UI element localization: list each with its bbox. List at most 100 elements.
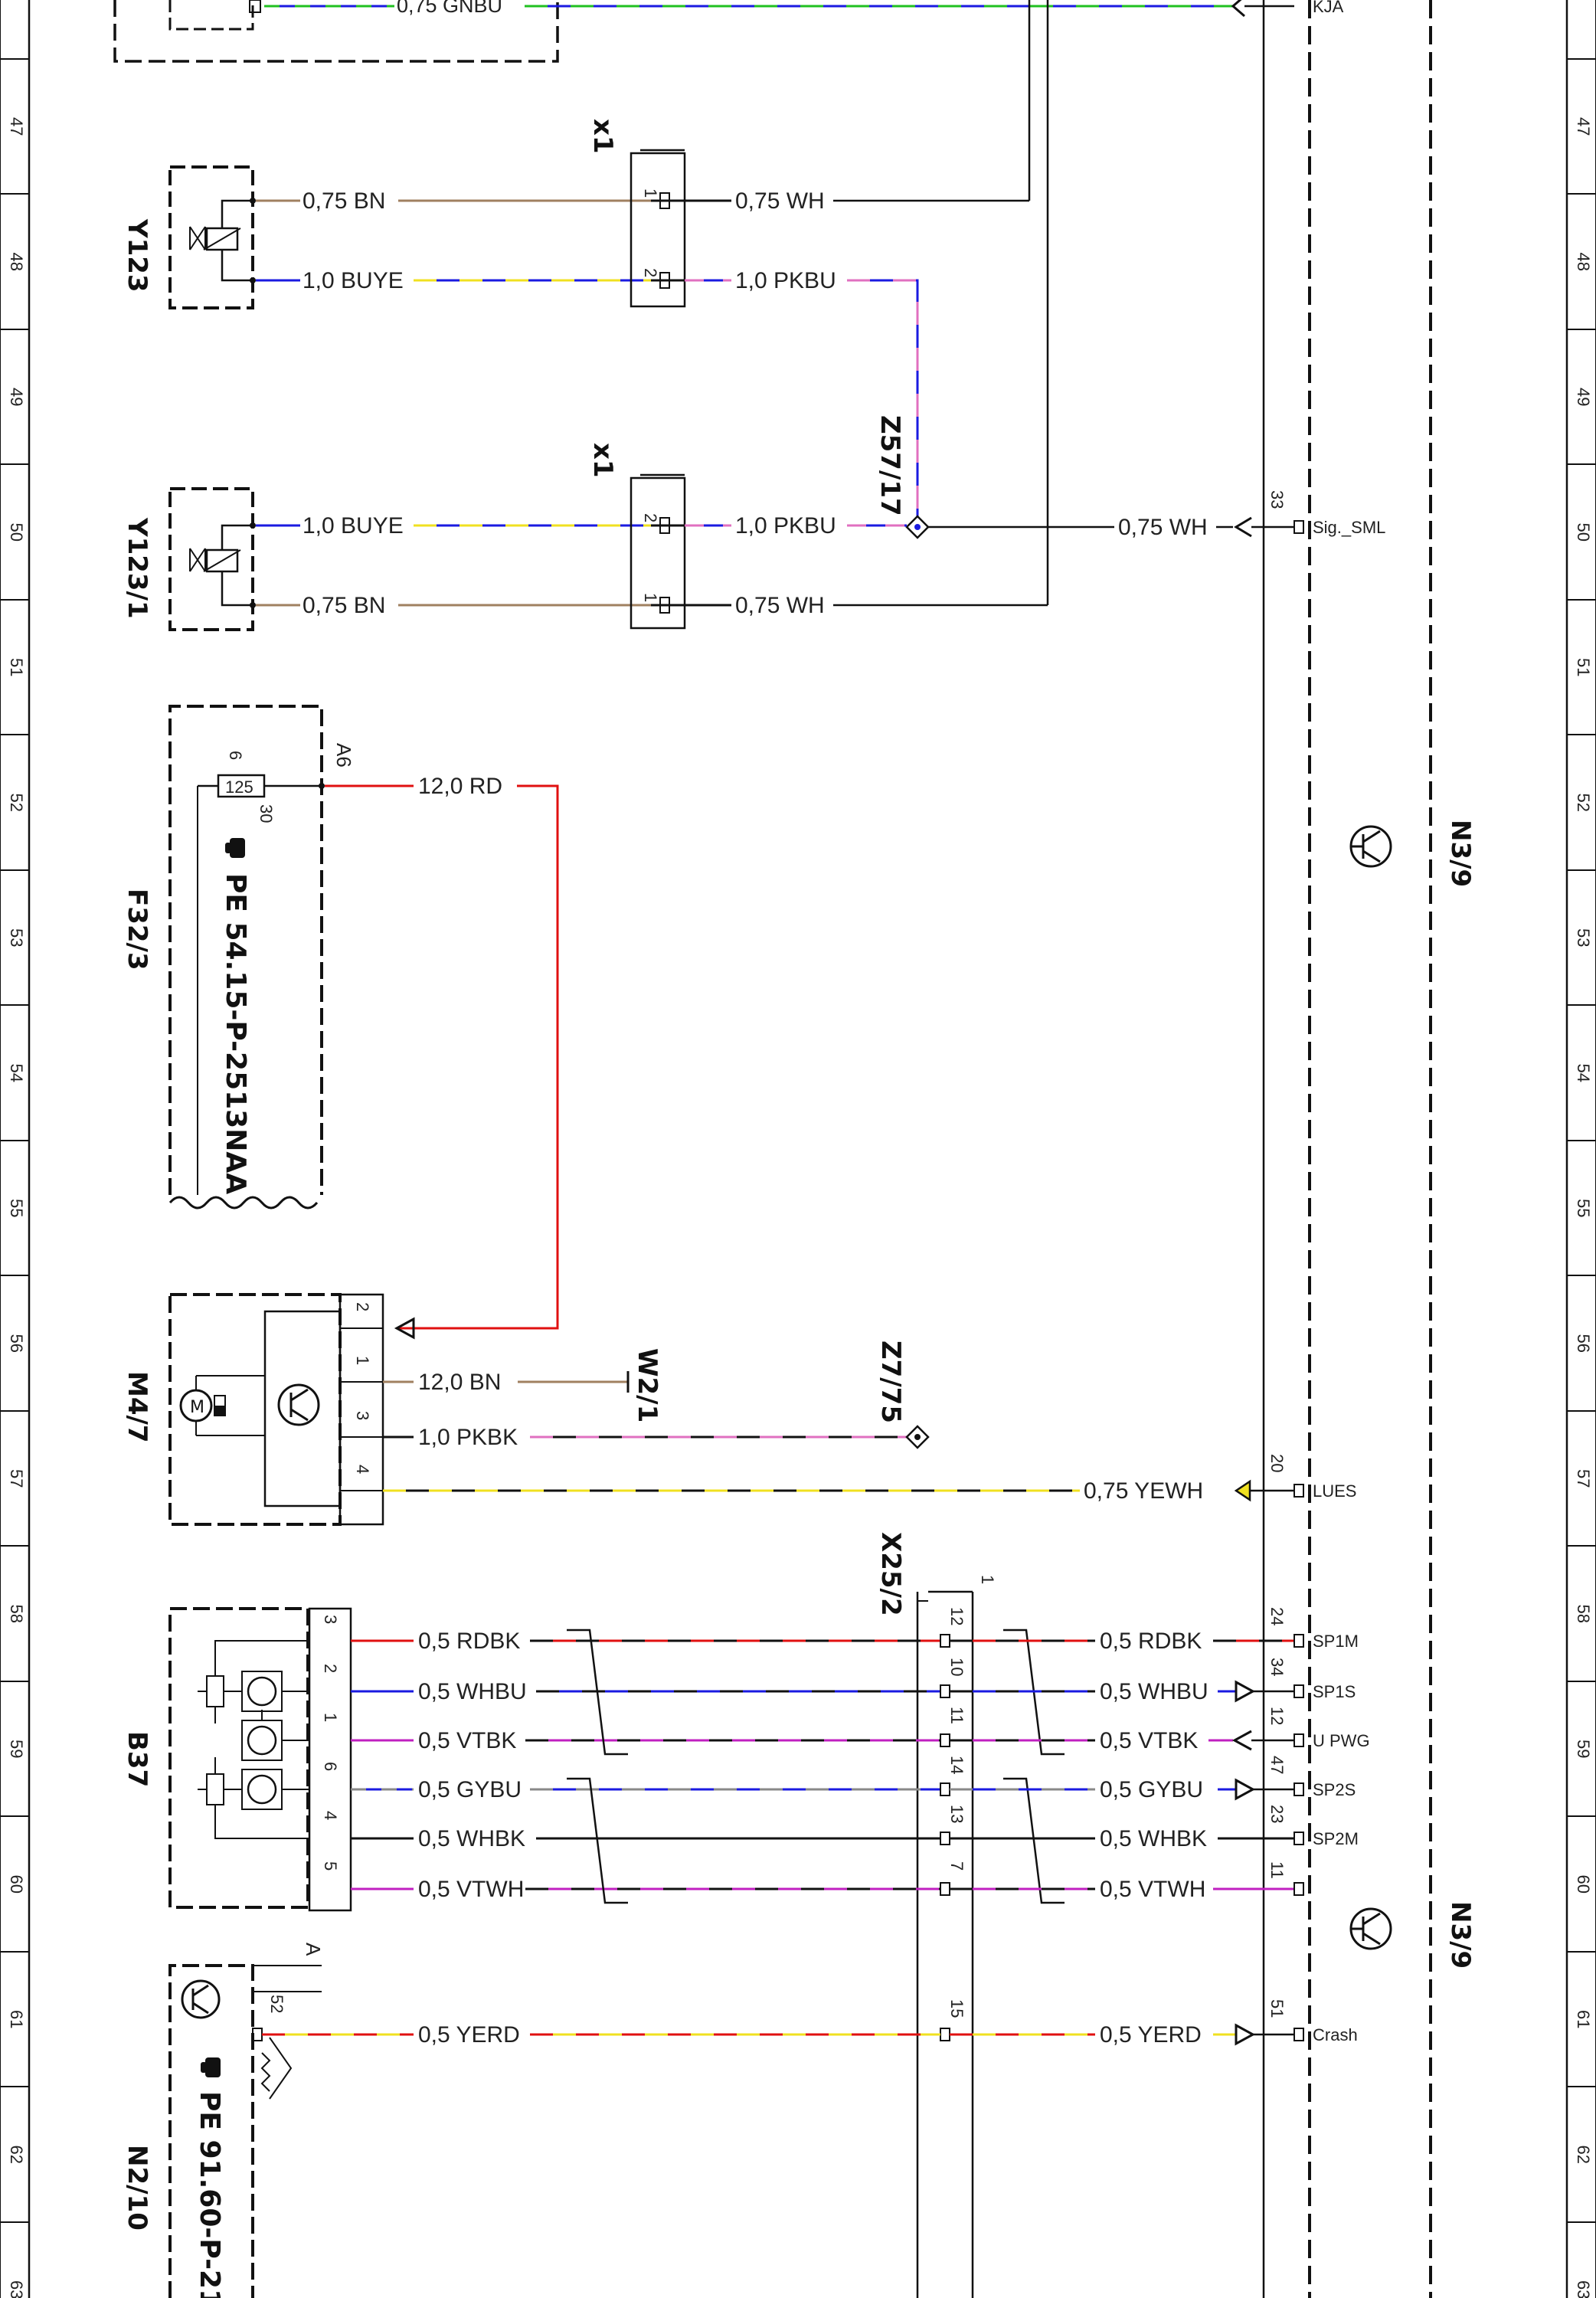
pin-number: 14 — [947, 1756, 966, 1774]
wire-label: 0,5 VTWH — [418, 1877, 524, 1902]
fuse-rating: 125 — [225, 777, 253, 797]
splice-label-z7-75: Z7/75 — [875, 1340, 906, 1423]
pin-number: 2 — [641, 268, 660, 277]
hand-pointer-icon — [201, 2057, 221, 2077]
wire-label: 0,75 BN — [303, 593, 385, 618]
signal-label: KJA — [1313, 0, 1344, 16]
pin-number: 20 — [1267, 1454, 1287, 1472]
pin-number: 47 — [1267, 1756, 1287, 1774]
valve-y123 — [168, 165, 256, 309]
svg-text:M: M — [190, 1398, 204, 1417]
ruler-number: 55 — [1574, 1199, 1593, 1217]
pin-number: 6 — [226, 751, 245, 760]
pin-number: 1 — [641, 593, 660, 602]
top-component-fragment: 0,75 GNBU KJA — [113, 0, 1344, 605]
pin-number: 4 — [353, 1465, 372, 1474]
pin-number: 12 — [1267, 1707, 1287, 1725]
wire-label: 1,0 PKBU — [735, 268, 836, 293]
component-label-n3-9: N3/9 — [1445, 1901, 1476, 1969]
wire-label: 12,0 RD — [418, 774, 502, 799]
wire-label: 12,0 BN — [418, 1370, 501, 1395]
connector-label-x1: x1 — [587, 119, 618, 154]
pin-number: 3 — [321, 1615, 340, 1624]
wire-label: 0,75 WH — [735, 188, 825, 214]
pin-number: 15 — [947, 1999, 966, 2018]
ruler-number: 54 — [1574, 1064, 1593, 1082]
pin-number: 5 — [321, 1861, 340, 1871]
wire-label: 1,0 PKBU — [735, 513, 836, 538]
signal-label: Crash — [1313, 2025, 1358, 2044]
pin-number: 13 — [947, 1805, 966, 1823]
splice-z57-17 — [905, 515, 930, 539]
pin-number: 1 — [321, 1713, 340, 1722]
ruler-number: 54 — [7, 1064, 26, 1082]
ruler-number: 52 — [7, 794, 26, 812]
ruler-number: 47 — [1574, 117, 1593, 136]
wire-label: 0,5 RDBK — [418, 1629, 520, 1654]
splice-label-z57-17: Z57/17 — [875, 415, 905, 516]
pin-number: 1 — [641, 188, 660, 198]
wire-label: 0,75 BN — [303, 188, 385, 214]
wire-label: 0,5 RDBK — [1100, 1629, 1202, 1654]
pin-number: 6 — [321, 1762, 340, 1771]
fan-motor-m4-7: M — [168, 1293, 384, 1526]
ruler-number: 60 — [7, 1875, 26, 1894]
ruler-number: 63 — [1574, 2280, 1593, 2298]
component-label-b37: B37 — [122, 1731, 152, 1787]
ruler-number: 58 — [7, 1605, 26, 1623]
ruler-number: 55 — [7, 1199, 26, 1217]
signal-label: Sig._SML — [1313, 518, 1385, 537]
connector-x1 — [630, 473, 686, 630]
component-label-y123: Y123 — [122, 218, 152, 293]
n3-9-frame — [1262, 0, 1432, 2298]
hand-pointer-icon — [225, 838, 245, 858]
connector-label-x25-2: X25/2 — [875, 1532, 906, 1616]
wire-label: 0,5 WHBK — [1100, 1826, 1207, 1851]
pin-number: 3 — [353, 1411, 372, 1420]
ruler-number: 50 — [1574, 523, 1593, 542]
left-ruler — [0, 0, 31, 2298]
connector-ref: A — [302, 1943, 325, 1956]
wire-label: 0,75 WH — [735, 593, 825, 618]
pin-number: 23 — [1267, 1805, 1287, 1823]
transistor-icon — [277, 1383, 320, 1426]
ruler-number: 53 — [1574, 928, 1593, 947]
ground-label-w2-1: W2/1 — [632, 1348, 662, 1422]
pin-number: 34 — [1267, 1658, 1287, 1676]
wire-label: 0,5 VTWH — [1100, 1877, 1205, 1902]
ruler-number: 59 — [7, 1740, 26, 1758]
ruler-number: 62 — [7, 2146, 26, 2164]
transistor-icon — [1349, 1907, 1392, 1950]
signal-label: SP1S — [1313, 1682, 1356, 1701]
pin-number: 33 — [1267, 490, 1287, 509]
reference-doc: PE 91.60-P-21 — [194, 2091, 225, 2298]
pin-number: 11 — [947, 1707, 966, 1724]
wire-label: 0,75 WH — [1118, 515, 1208, 540]
splice-z7-75 — [905, 1425, 930, 1449]
wire-label: 0,75 YEWH — [1084, 1478, 1203, 1504]
restraint-unit-n2-10 — [168, 1964, 322, 2298]
signal-label: SP2S — [1313, 1780, 1356, 1799]
transistor-icon — [1349, 825, 1392, 868]
signal-label: LUES — [1313, 1481, 1356, 1501]
ruler-number: 58 — [1574, 1605, 1593, 1623]
pin-number: 2 — [641, 513, 660, 522]
component-label-f32-3: F32/3 — [122, 889, 152, 971]
ruler-number: 61 — [7, 2010, 26, 2028]
valve-y123-1 — [168, 487, 256, 631]
wire-label: 1,0 BUYE — [303, 268, 404, 293]
ruler-number: 48 — [7, 253, 26, 271]
component-label-n3-9: N3/9 — [1445, 820, 1476, 887]
ruler-number: 49 — [7, 388, 26, 406]
n3-9-pins — [1293, 1634, 1304, 2041]
ruler-number: 56 — [7, 1334, 26, 1353]
ruler-number: 50 — [7, 523, 26, 542]
ruler-number: 63 — [7, 2280, 26, 2298]
ruler-number: 51 — [7, 658, 26, 676]
wire-label: 0,5 VTBK — [418, 1728, 516, 1753]
ruler-number: 61 — [1574, 2010, 1593, 2028]
pin-number: 1 — [353, 1356, 372, 1365]
pin-number: 2 — [353, 1302, 372, 1311]
